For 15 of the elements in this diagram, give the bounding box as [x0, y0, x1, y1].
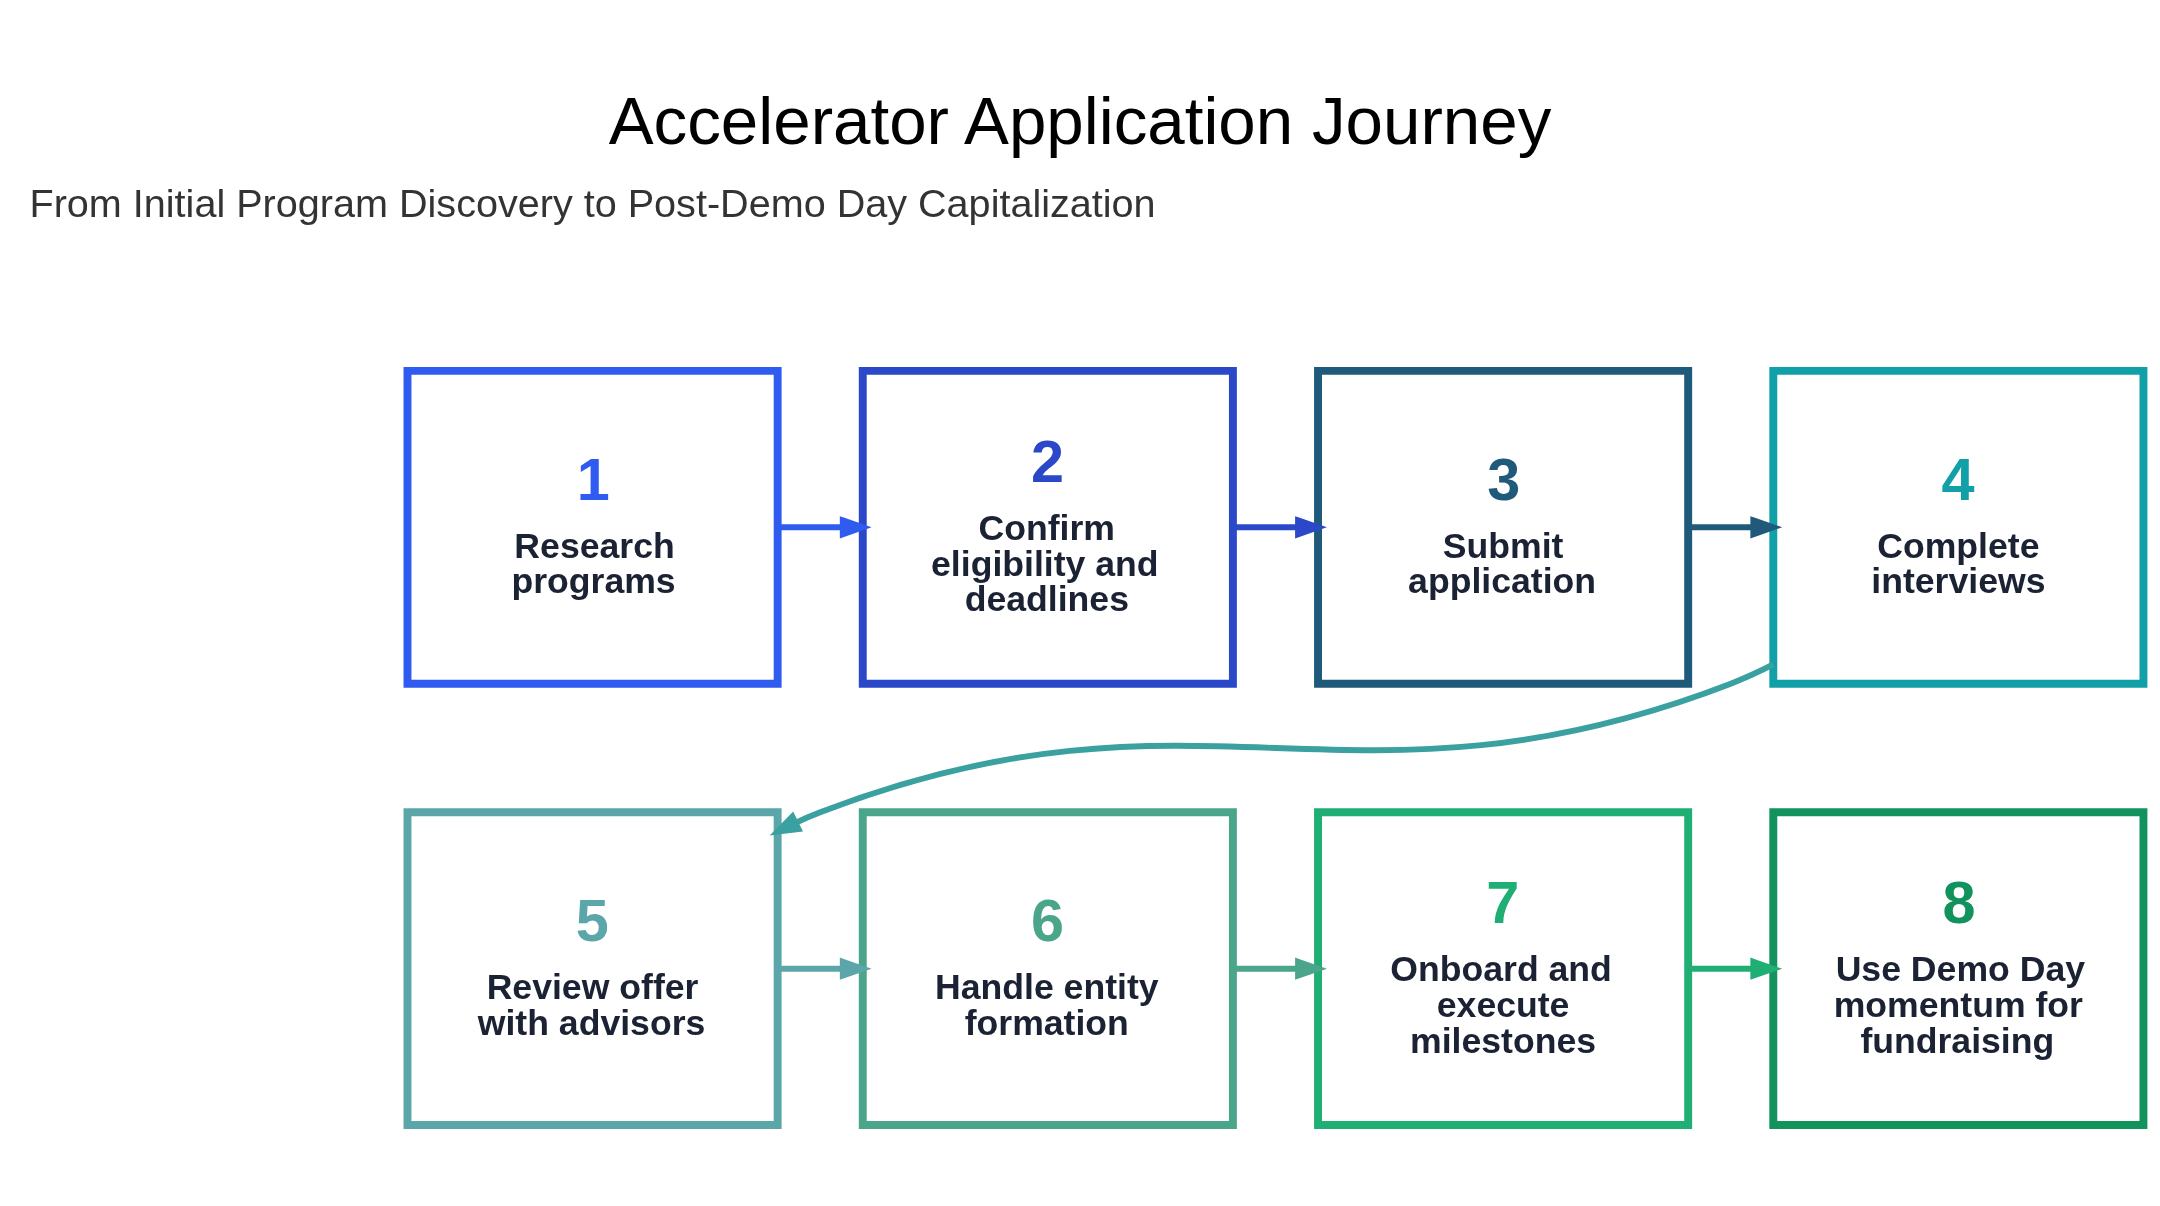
node-box: 4 Complete interviews: [1769, 366, 2148, 688]
node-box: 2 Confirm eligibility and deadlines: [858, 366, 1237, 688]
arrow: [769, 661, 1775, 836]
node-box: 7 Onboard and execute milestones: [1314, 807, 1693, 1129]
node-box: 3 Submit application: [1314, 366, 1693, 688]
node-box: 8 Use Demo Day momentum for fundraising: [1769, 807, 2148, 1129]
node-box: 6 Handle entity formation: [858, 807, 1237, 1129]
arrow: [1233, 957, 1327, 980]
node-box: 1 Research programs: [403, 366, 782, 688]
arrow: [778, 515, 872, 538]
node-box: 5 Review offer with advisors: [403, 807, 782, 1129]
label: From Initial Program Discovery to Post-Demo Day Capitalization: [29, 180, 1156, 225]
diagram-title: Accelerator Application Journey: [608, 82, 1552, 158]
arrow: [778, 957, 872, 980]
arrow: [1233, 515, 1327, 538]
